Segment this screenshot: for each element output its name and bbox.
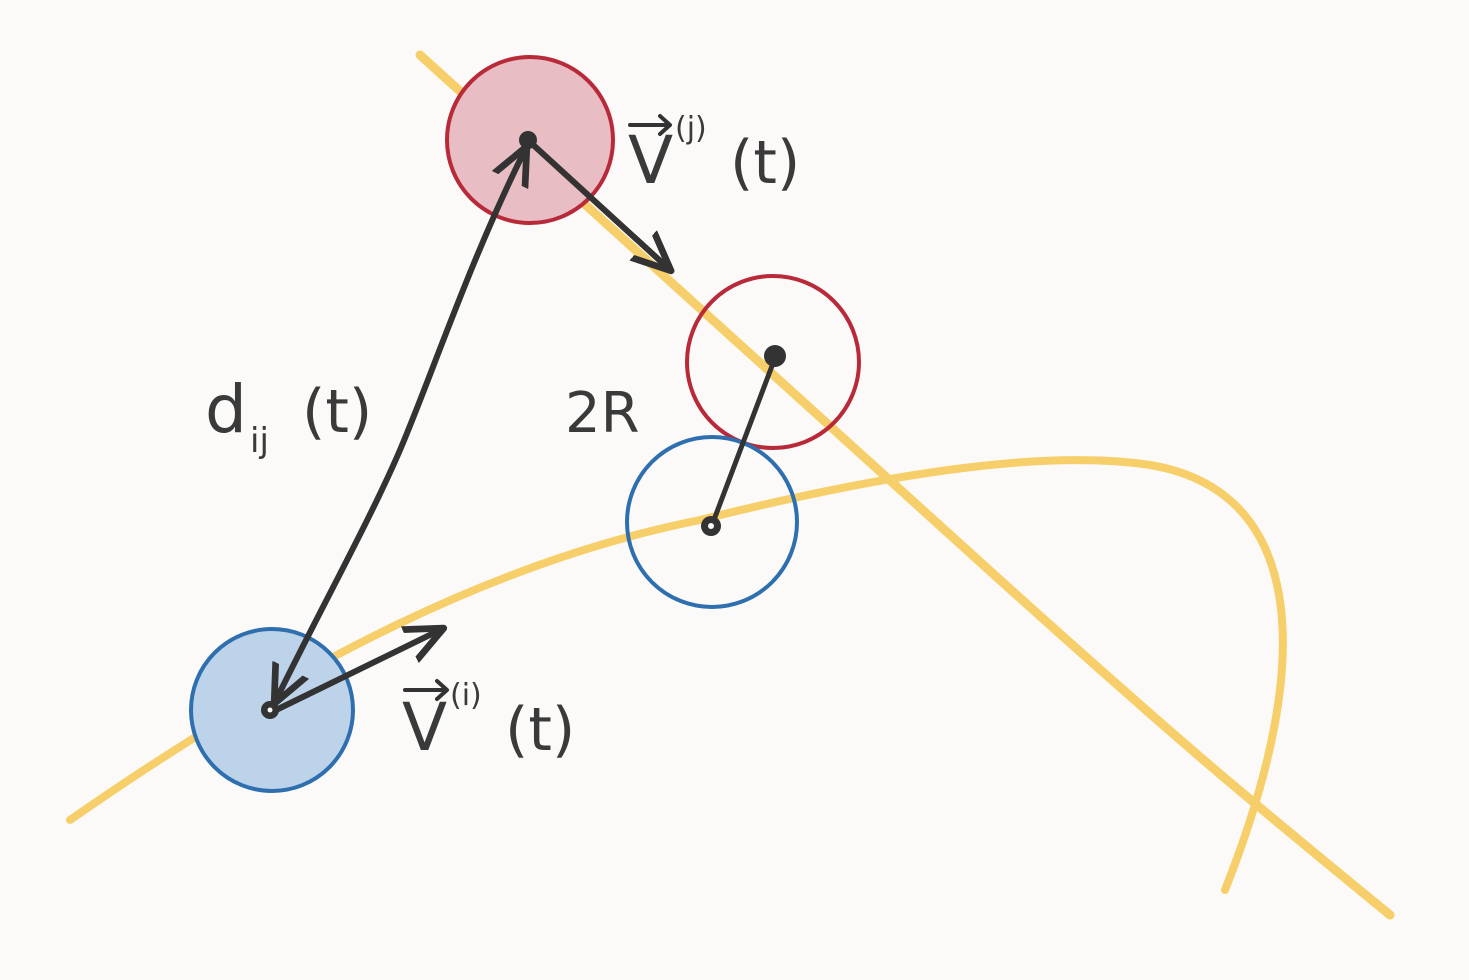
velocity-i-arrow [269, 630, 440, 715]
velocity-i-main: V [402, 689, 447, 766]
collision-radius-line [709, 355, 778, 528]
velocity-i-superscript: (i) [450, 678, 482, 713]
robot-i-current-center-hole [267, 707, 273, 713]
robot-j-future-center [764, 345, 786, 367]
distance-main: d [205, 371, 247, 448]
velocity-j-main: V [628, 122, 673, 199]
velocity-i-label: V (i) (t) [402, 678, 575, 766]
velocity-j-label: V (j) (t) [628, 111, 800, 199]
velocity-i-vector-arrow [403, 679, 449, 701]
collision-distance-label: 2R [565, 381, 640, 446]
robot-j-future [685, 274, 861, 450]
robot-i-future-center-hole [708, 523, 714, 529]
distance-argument: (t) [302, 377, 372, 447]
velocity-i-argument: (t) [505, 695, 575, 765]
robot-i-future [625, 435, 799, 609]
velocity-j-vector-arrow [628, 114, 672, 136]
distance-subscript: ij [250, 421, 269, 461]
distance-arrow [276, 150, 525, 700]
velocity-j-arrow [527, 139, 668, 268]
robot-j-current-center [519, 131, 537, 149]
velocity-j-superscript: (j) [675, 111, 707, 146]
velocity-j-argument: (t) [730, 128, 800, 198]
distance-label: d ij (t) [205, 371, 372, 461]
